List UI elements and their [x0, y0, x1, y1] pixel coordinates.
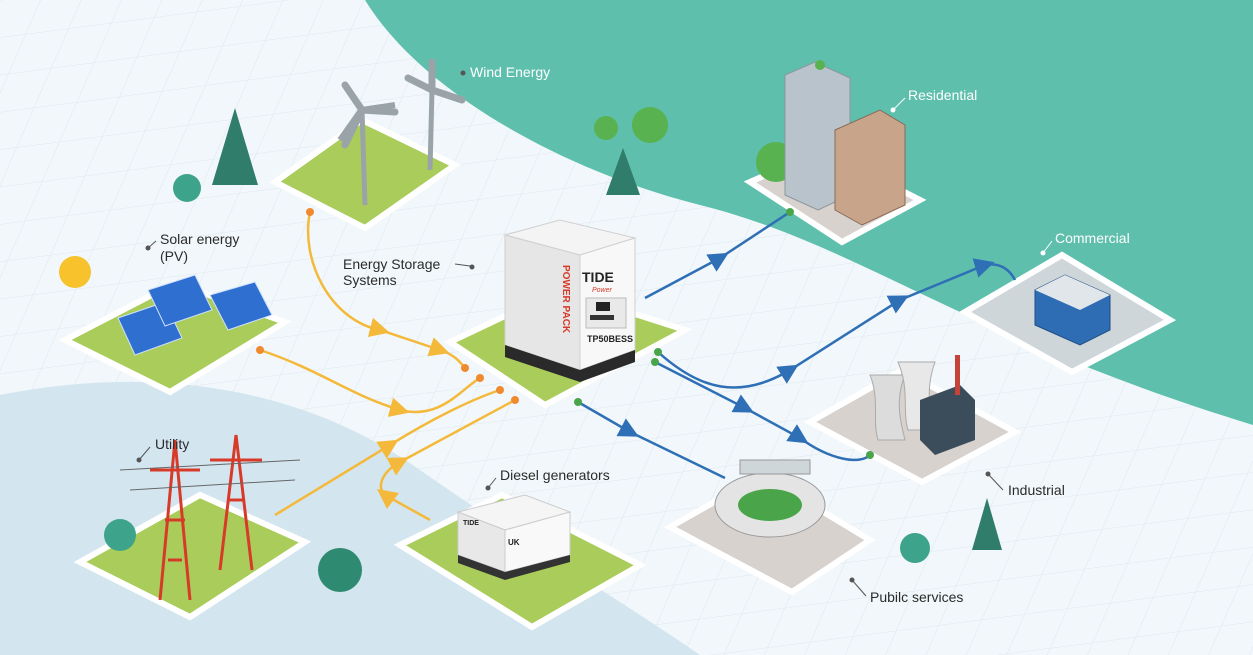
- wind-turbines: [337, 58, 466, 206]
- stadium: [714, 459, 826, 538]
- energy-storage-unit: TIDE Power TP50BESS POWER PACK: [503, 219, 637, 382]
- label-ess: Energy Storage Systems: [343, 256, 475, 288]
- trees: [104, 107, 1002, 592]
- industrial-plant: [869, 355, 975, 455]
- label-residential: Residential: [890, 87, 977, 113]
- diesel-line: [377, 398, 516, 522]
- label-public: Pubilc services: [849, 577, 963, 605]
- commercial-label: Commercial: [1055, 230, 1130, 246]
- solar-line: [259, 348, 481, 417]
- ess-label-line1: Energy Storage: [343, 256, 440, 272]
- solar-label-line1: Solar energy: [160, 231, 239, 247]
- utility-platform: [73, 491, 312, 621]
- label-utility: Utility: [136, 436, 189, 463]
- commercial-line: [657, 258, 1017, 389]
- label-commercial: Commercial: [1040, 230, 1130, 256]
- ess-model: TP50BESS: [587, 334, 633, 344]
- input-nodes: [256, 208, 519, 404]
- diesel-generator: TIDE UK: [456, 494, 572, 580]
- input-lines: [259, 211, 516, 522]
- public-label: Pubilc services: [870, 589, 963, 605]
- ess-label-line2: Systems: [343, 272, 397, 288]
- commercial-building: [1034, 274, 1111, 346]
- labels: Wind Energy Solar energy (PV) Energy Sto…: [136, 64, 1130, 605]
- label-wind: Wind Energy: [460, 64, 550, 80]
- solar-label-line2: (PV): [160, 248, 188, 264]
- residential-buildings: [784, 60, 906, 226]
- utility-line: [274, 388, 501, 517]
- sun-icon: [59, 256, 91, 288]
- ess-side-text: POWER PACK: [560, 265, 571, 334]
- residential-line: [644, 210, 791, 300]
- label-solar: Solar energy (PV): [145, 231, 239, 264]
- solar-panels: [59, 256, 273, 356]
- label-diesel: Diesel generators: [485, 467, 610, 491]
- utility-label: Utility: [155, 436, 189, 452]
- industrial-label: Industrial: [1008, 482, 1065, 498]
- residential-label: Residential: [908, 87, 977, 103]
- industrial-line: [654, 360, 871, 462]
- utility-pylons: [119, 434, 301, 601]
- generator-brand: TIDE: [463, 520, 479, 527]
- output-lines: [577, 210, 1017, 480]
- public-line: [577, 400, 726, 480]
- wind-line: [306, 211, 466, 369]
- output-nodes: [574, 208, 874, 459]
- ess-brand-sub: Power: [592, 287, 613, 294]
- diesel-label: Diesel generators: [500, 467, 610, 483]
- label-industrial: Industrial: [985, 471, 1065, 498]
- ess-brand: TIDE: [582, 269, 614, 285]
- generator-badge: UK: [508, 538, 520, 547]
- wind-label: Wind Energy: [470, 64, 550, 80]
